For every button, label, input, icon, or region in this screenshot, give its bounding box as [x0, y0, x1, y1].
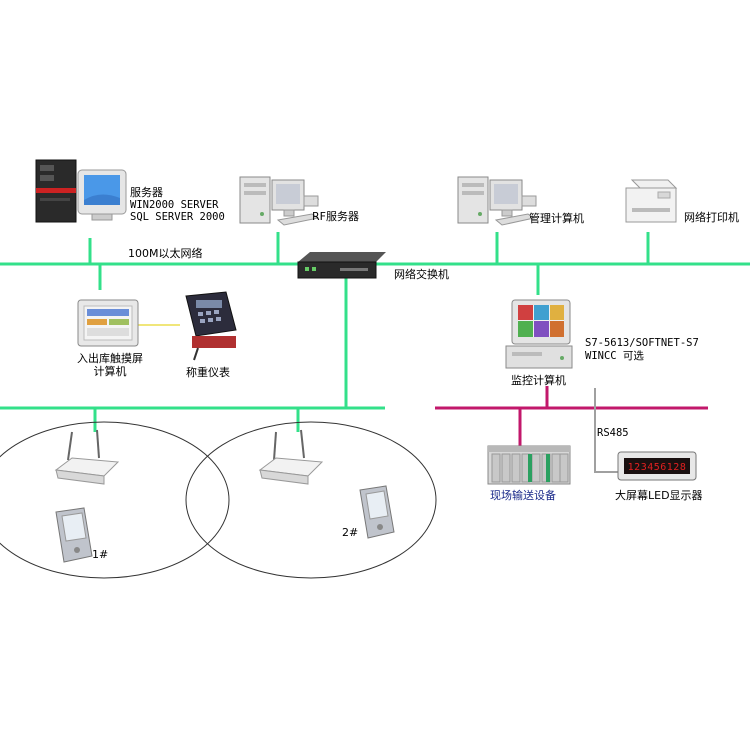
wireless-coverage-1: [0, 421, 230, 579]
rs485-line: [594, 388, 622, 473]
server-db-label: SQL SERVER 2000: [130, 211, 225, 223]
plc-label-line1: S7-5613/SOFTNET-S7: [585, 337, 699, 349]
printer-icon: [625, 179, 678, 223]
mgmt-pc-icon: [457, 176, 537, 226]
rf-server-pc-icon: [239, 176, 320, 226]
pda-2-icon: [359, 485, 395, 539]
scale-label: 称重仪表: [186, 366, 230, 379]
monitor-pc-label: 监控计算机: [511, 374, 566, 387]
handheld-1-label: 1#: [92, 548, 109, 561]
mgmt-pc-label: 管理计算机: [529, 212, 584, 225]
plc-label-line2: WINCC 可选: [585, 350, 644, 362]
server-os-label: WIN2000 SERVER: [130, 199, 219, 211]
monitor-pc-icon: [505, 299, 573, 369]
touch-pc-label-line2: 计算机: [93, 365, 127, 378]
server-label: 服务器: [130, 186, 163, 199]
led-digits: 123456128: [628, 462, 687, 473]
led-display-icon: 123456128: [617, 451, 697, 481]
field-equipment-label: 现场输送设备: [490, 489, 556, 502]
led-display-label: 大屏幕LED显示器: [615, 489, 703, 502]
plc-icon: [487, 445, 571, 485]
touchscreen-icon: [77, 299, 139, 347]
switch-icon: [297, 252, 386, 279]
monitor-icon: [77, 169, 127, 221]
pda-icon: [55, 507, 93, 563]
wireless-ap-2-icon: [258, 429, 324, 485]
scale-terminal-icon: [185, 291, 237, 361]
server-icon: [35, 159, 77, 223]
wireless-coverage-2: [185, 421, 437, 579]
rs485-label: RS485: [597, 427, 629, 439]
switch-label: 网络交换机: [394, 268, 449, 281]
wireless-ap-icon: [54, 429, 120, 485]
ethernet-label: 100M以太网络: [128, 247, 203, 260]
fieldbus-lines: [435, 386, 708, 446]
printer-label: 网络打印机: [684, 211, 739, 224]
touch-pc-label-line1: 入出库触摸屏: [77, 352, 143, 365]
touch-pc-label: 入出库触摸屏 计算机: [64, 352, 156, 378]
handheld-2-label: 2#: [342, 526, 359, 539]
rf-server-label: RF服务器: [312, 210, 359, 223]
